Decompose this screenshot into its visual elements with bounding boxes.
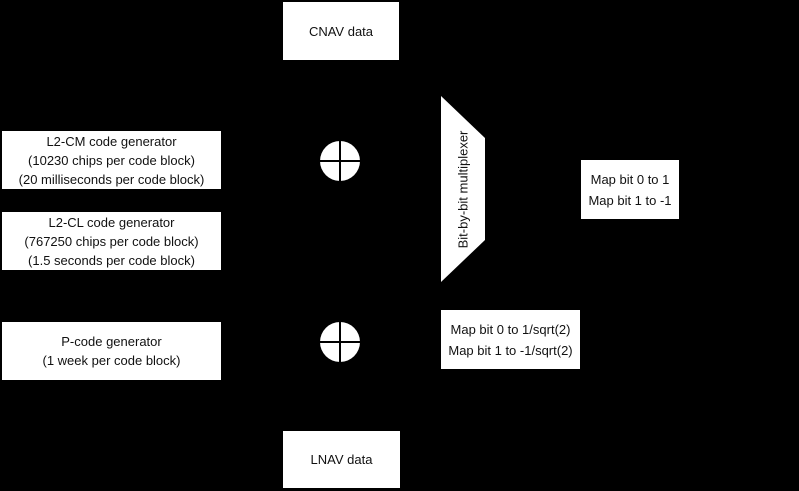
lnav-data-box: LNAV data [283, 431, 400, 488]
generator-detail: (767250 chips per code block) [24, 233, 199, 249]
bit-by-bit-multiplexer-shape: Bit-by-bit multiplexer [441, 96, 485, 282]
cnav-data-box: CNAV data [283, 2, 399, 60]
map-rule: Map bit 0 to 1/sqrt(2) [450, 321, 571, 337]
map-rule: Map bit 0 to 1 [590, 171, 670, 187]
xor-vertical-line [339, 322, 341, 362]
generator-label: P-code generator [61, 334, 162, 349]
generator-detail: (10230 chips per code block) [28, 152, 195, 168]
map-rule: Map bit 1 to -1/sqrt(2) [448, 342, 573, 358]
xor-adder-symbol-top [320, 141, 360, 181]
generator-label: L2-CM code generator [46, 133, 177, 149]
multiplexer-label: Bit-by-bit multiplexer [455, 130, 471, 248]
generator-detail: (1 week per code block) [42, 353, 181, 368]
map-bit-box-bpsk: Map bit 0 to 1 Map bit 1 to -1 [581, 160, 679, 219]
l2cm-code-generator-box: L2-CM code generator (10230 chips per co… [2, 131, 221, 189]
xor-vertical-line [339, 141, 341, 181]
generator-detail: (20 milliseconds per code block) [18, 171, 205, 187]
generator-detail: (1.5 seconds per code block) [28, 252, 195, 268]
map-rule: Map bit 1 to -1 [588, 192, 672, 208]
cnav-data-label: CNAV data [308, 23, 374, 39]
p-code-generator-box: P-code generator (1 week per code block) [2, 322, 221, 380]
l2cl-code-generator-box: L2-CL code generator (767250 chips per c… [2, 212, 221, 270]
lnav-data-label: LNAV data [310, 452, 373, 467]
xor-adder-symbol-bottom [320, 322, 360, 362]
map-bit-box-sqrt2: Map bit 0 to 1/sqrt(2) Map bit 1 to -1/s… [441, 310, 580, 369]
generator-label: L2-CL code generator [48, 214, 175, 230]
